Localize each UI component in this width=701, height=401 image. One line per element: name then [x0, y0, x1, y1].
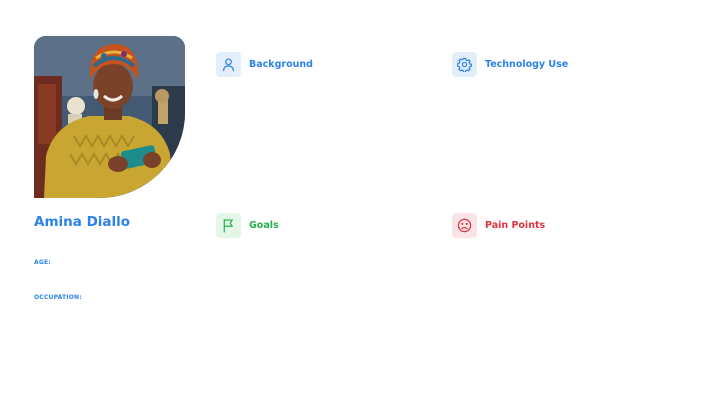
occupation-label: OCCUPATION: — [34, 294, 82, 301]
age-label: AGE: — [34, 259, 51, 266]
technology-use-title: Technology Use — [485, 59, 569, 70]
woman-using-smartphone-photo — [34, 36, 185, 198]
pain-points-title: Pain Points — [485, 220, 546, 231]
gear-icon — [452, 52, 477, 77]
pain-points-section-header: Pain Points — [452, 213, 545, 238]
flag-icon — [216, 213, 241, 238]
technology-use-section-header: Technology Use — [452, 52, 568, 77]
background-section-header: Background — [216, 52, 313, 77]
background-title: Background — [249, 59, 313, 70]
goals-section-header: Goals — [216, 213, 279, 238]
persona-photo — [34, 36, 185, 198]
goals-title: Goals — [249, 220, 279, 231]
sad-face-icon — [452, 213, 477, 238]
user-icon — [216, 52, 241, 77]
persona-name: Amina Diallo — [34, 214, 131, 230]
